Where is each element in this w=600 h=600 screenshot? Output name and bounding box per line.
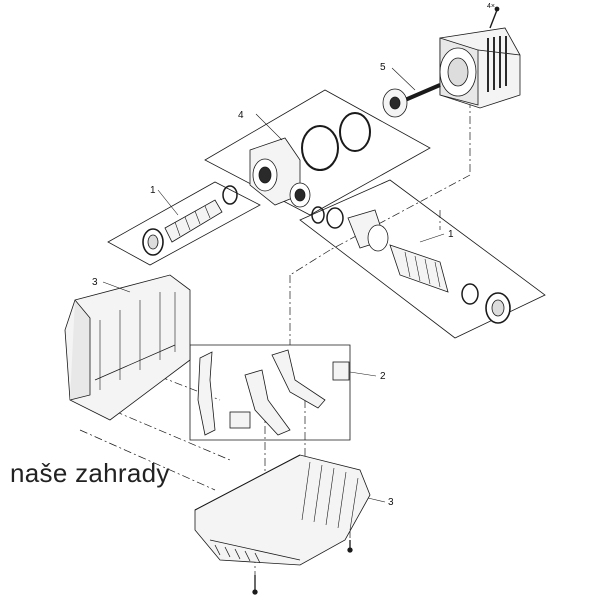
label-part-3-bottom: 3 (388, 497, 394, 508)
panel-part-1-left (107, 181, 261, 266)
label-part-3-top: 3 (92, 277, 98, 288)
leader-lines (102, 67, 445, 503)
bolt-top (489, 6, 500, 29)
watermark-text: naše zahrady (10, 458, 170, 488)
panel-part-2 (189, 344, 351, 441)
o-ring-small (339, 112, 371, 152)
label-part-4: 4 (238, 110, 244, 121)
o-ring-large (301, 125, 339, 171)
housing-top (64, 274, 191, 421)
housing-bottom (194, 454, 371, 566)
hose-connector-left (142, 185, 238, 256)
label-part-5: 5 (380, 62, 386, 73)
impeller-shaft (382, 83, 441, 118)
pump-housing (249, 137, 311, 208)
motor-unit (439, 27, 521, 109)
panel-part-1-right (299, 179, 546, 339)
label-part-1-right: 1 (448, 229, 454, 240)
label-part-1-left: 1 (150, 185, 156, 196)
label-part-2: 2 (380, 371, 386, 382)
label-bolts-qty: 4× (487, 3, 495, 10)
bottom-screws (252, 540, 353, 595)
hose-connector-right (311, 206, 511, 324)
brackets (197, 349, 350, 436)
